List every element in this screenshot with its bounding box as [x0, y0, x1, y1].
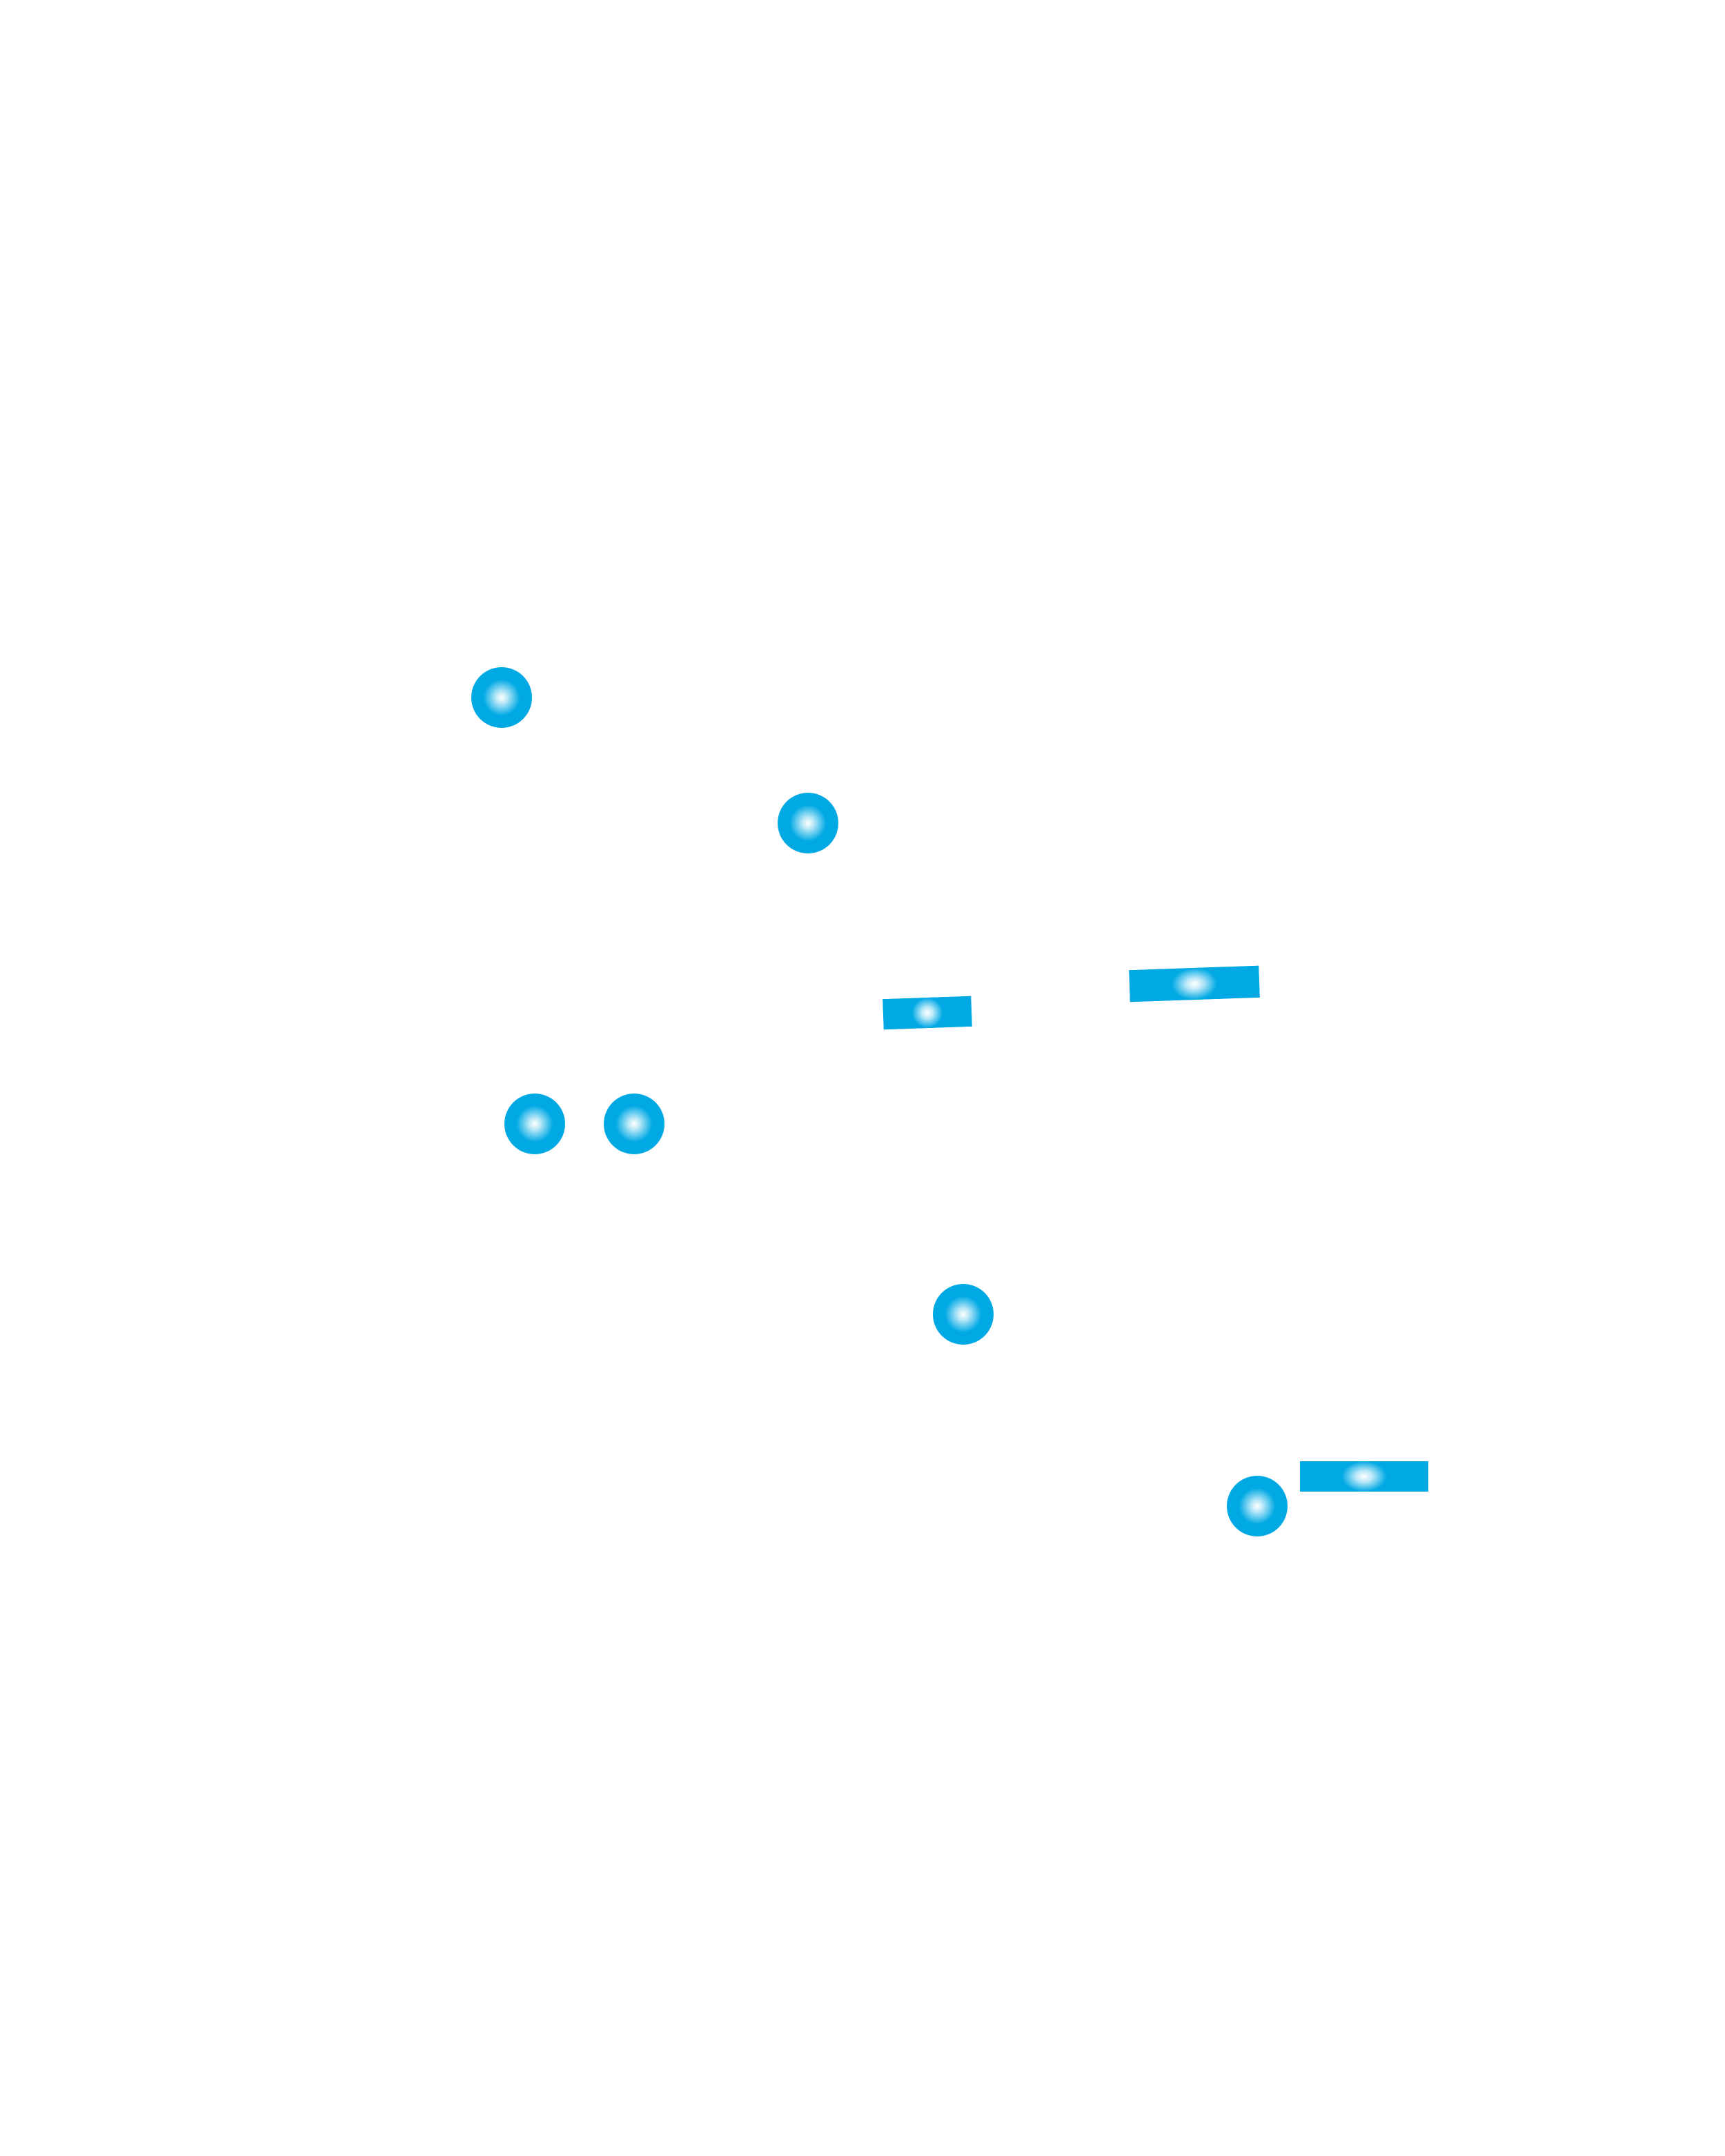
dash-1 — [883, 996, 972, 1030]
dot-1 — [471, 667, 532, 728]
dash-3 — [1300, 1461, 1428, 1492]
dot-5 — [933, 1284, 994, 1345]
dash-2 — [1129, 965, 1260, 1002]
dot-6 — [1227, 1476, 1288, 1536]
dot-2 — [778, 793, 838, 853]
dot-4 — [604, 1094, 664, 1154]
dot-3 — [504, 1094, 565, 1154]
